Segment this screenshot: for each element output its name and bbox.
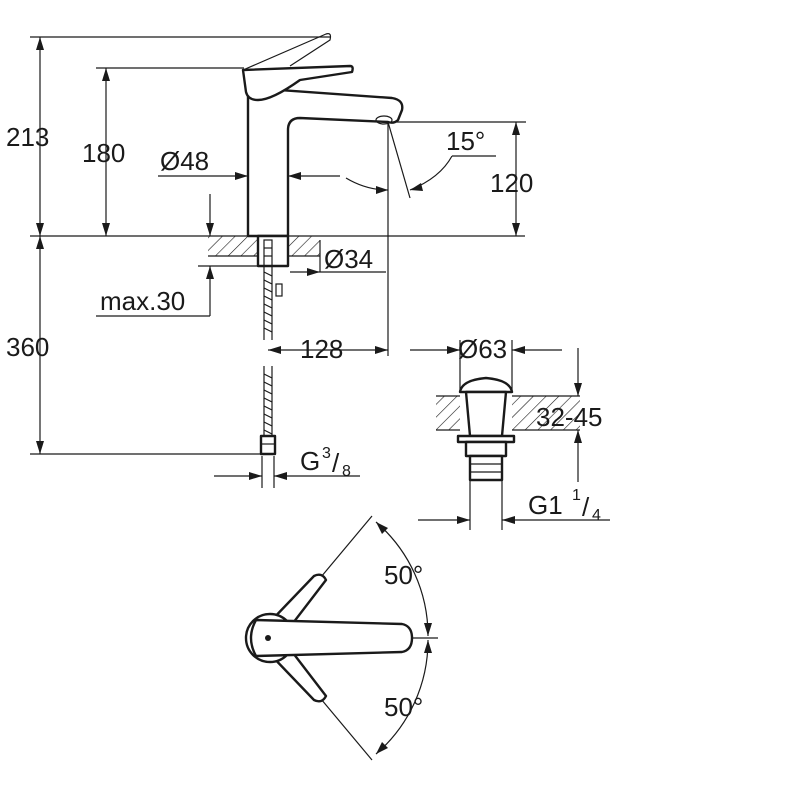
lever-raised	[242, 33, 332, 71]
fixing-shank	[256, 234, 290, 268]
waste-dimension-lines	[410, 340, 610, 530]
label-lever-angle-down: 50°	[384, 692, 423, 722]
label-spout-height: 180	[82, 138, 125, 168]
label-connection-num: 3	[322, 445, 331, 462]
label-below-height: 360	[6, 332, 49, 362]
label-spout-reach: 128	[300, 334, 343, 364]
label-lever-angle-up: 50°	[384, 560, 423, 590]
label-waste-thickness: 32-45	[536, 402, 603, 432]
label-hole-diameter: Ø34	[324, 244, 373, 274]
waste-cap	[458, 376, 514, 394]
label-max-thickness: max.30	[100, 286, 185, 316]
flexible-hose	[263, 266, 273, 340]
waste-body	[464, 390, 508, 438]
label-waste-thread-den: 4	[592, 507, 601, 524]
label-waste-diameter: Ø63	[458, 334, 507, 364]
label-aerator-height: 120	[490, 168, 533, 198]
dimension-lines	[30, 36, 526, 488]
label-waste-thread-slash: /	[582, 492, 590, 522]
label-waste-thread: G1	[528, 490, 563, 520]
label-body-diameter: Ø48	[160, 146, 209, 176]
label-total-height: 213	[6, 122, 49, 152]
label-waste-thread-num: 1	[572, 487, 581, 504]
label-angle-spout: 15°	[446, 126, 485, 156]
waste-valve	[436, 376, 580, 482]
hose-nut	[259, 434, 277, 456]
lever-top-view	[244, 515, 438, 761]
label-connection-den: 8	[342, 463, 351, 480]
label-connection: G	[300, 446, 320, 476]
faucet-body	[246, 86, 404, 238]
lever-position-center	[249, 618, 414, 658]
label-connection-slash: /	[332, 448, 340, 478]
aerator	[375, 115, 393, 125]
lever-handle	[241, 64, 354, 102]
faucet-side-view	[30, 33, 525, 456]
